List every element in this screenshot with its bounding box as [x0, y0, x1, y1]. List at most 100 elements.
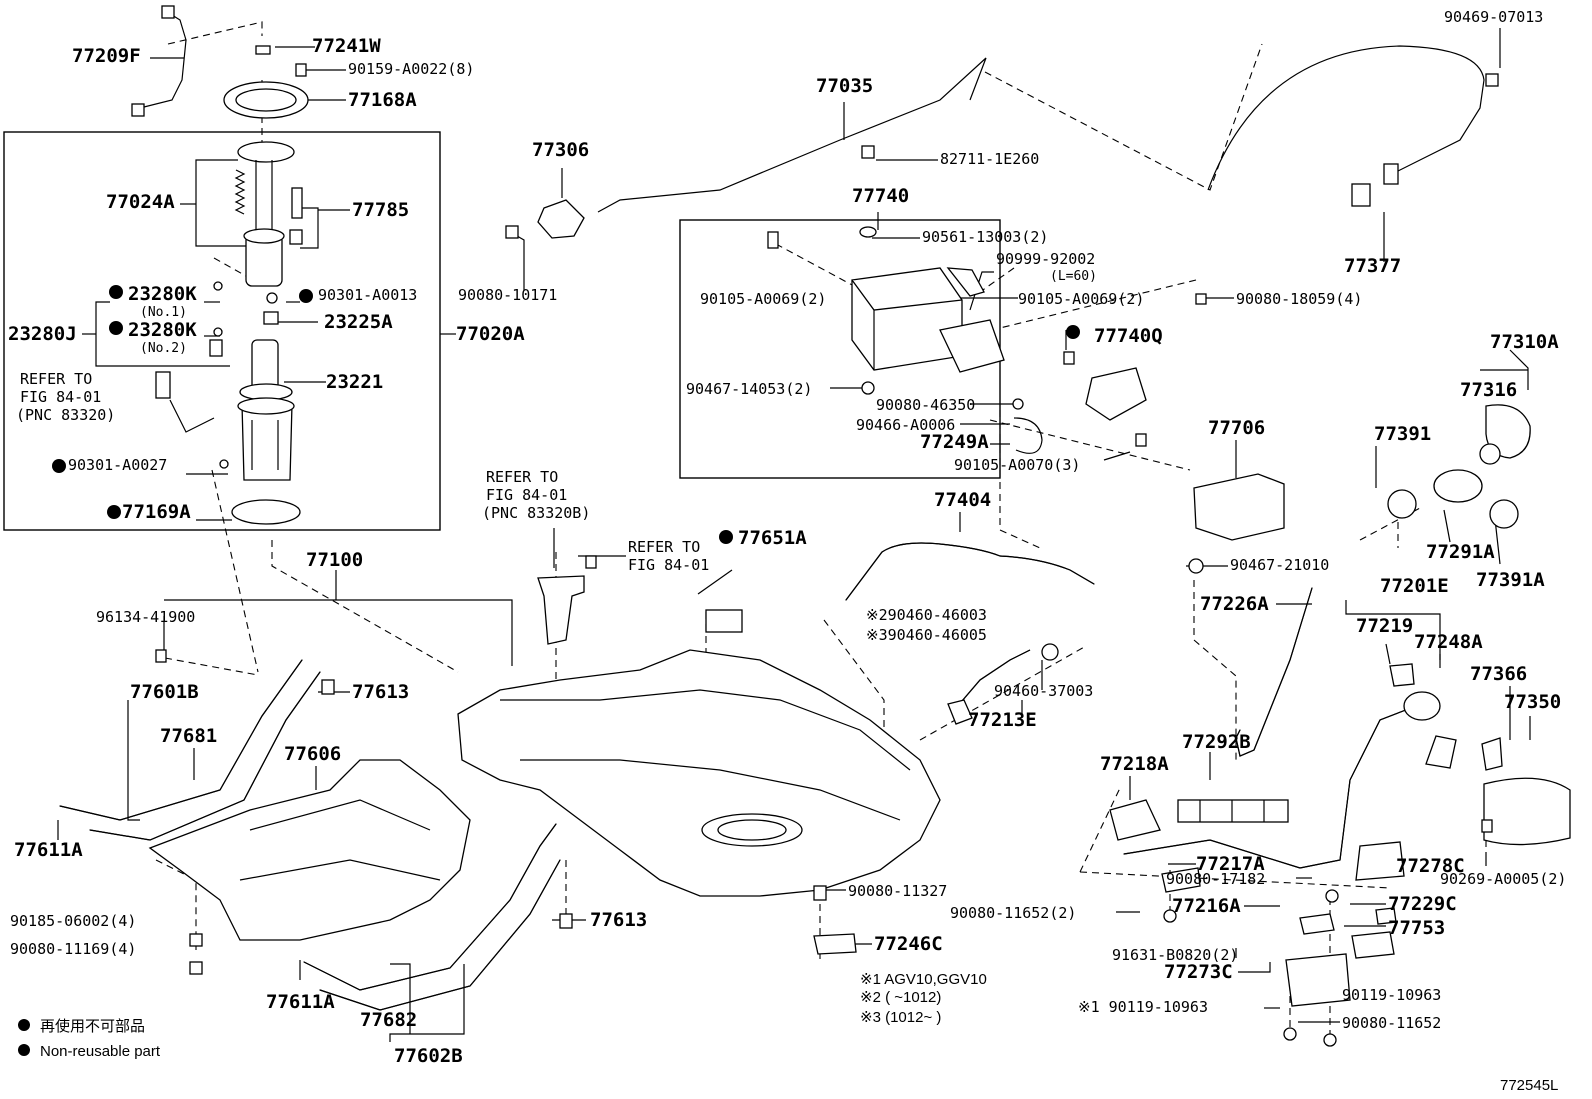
note-3: ※3 (1012~ ) [860, 1009, 941, 1026]
label-no1: (No.1) [140, 305, 187, 320]
label-77241W: 77241W [312, 35, 381, 57]
label-77035: 77035 [816, 75, 873, 97]
label-90269-A0005: 90269-A0005(2) [1440, 870, 1566, 888]
label-77249A: 77249A [920, 431, 989, 453]
label-fig-84-01-c: FIG 84-01 [628, 556, 709, 574]
label-90105-A0070: 90105-A0070(3) [954, 456, 1080, 474]
fuel-tank-body [457, 649, 941, 897]
label-fig-84-01-a: FIG 84-01 [20, 388, 101, 406]
label-23221: 23221 [326, 371, 383, 393]
label-90469-07013: 90469-07013 [1444, 8, 1543, 26]
label-77391A: 77391A [1476, 569, 1545, 591]
part-labels: 77209F 77241W 90159-A0022(8) 77168A 7702… [8, 8, 1566, 1067]
label-77246C: 77246C [874, 933, 943, 955]
leader-lines [57, 28, 1531, 1042]
label-77217A: 77217A [1196, 853, 1265, 875]
label-77310A: 77310A [1490, 331, 1559, 353]
note-1: ※1 AGV10,GGV10 [860, 971, 987, 988]
label-77306: 77306 [532, 139, 589, 161]
label-90080-17182: 90080-17182 [1166, 870, 1265, 888]
label-77020A: 77020A [456, 323, 525, 345]
heat-insulator [148, 759, 471, 941]
label-77218A: 77218A [1100, 753, 1169, 775]
label-77291A: 77291A [1426, 541, 1495, 563]
label-77169A: 77169A [122, 501, 191, 523]
label-77316: 77316 [1460, 379, 1517, 401]
label-90999-92002: 90999-92002 [996, 250, 1095, 268]
label-90080-46350: 90080-46350 [876, 396, 975, 414]
label-77391: 77391 [1374, 423, 1431, 445]
label-90119-10963-note1: ※1 90119-10963 [1078, 998, 1208, 1016]
label-90460-46003: ※290460-46003 [866, 606, 987, 624]
note-2: ※2 ( ~1012) [860, 989, 941, 1006]
label-90467-21010: 90467-21010 [1230, 556, 1329, 574]
label-77278C: 77278C [1396, 855, 1465, 877]
label-77681: 77681 [160, 725, 217, 747]
label-77229C: 77229C [1388, 893, 1457, 915]
label-pnc-83320b: (PNC 83320B) [482, 504, 590, 522]
label-refer-to-1: REFER TO [20, 370, 92, 388]
label-77219: 77219 [1356, 615, 1413, 637]
label-77209F: 77209F [72, 45, 141, 67]
diagram-id: 772545L [1500, 1077, 1558, 1094]
label-90105-A0069-right: 90105-A0069(2) [1018, 290, 1144, 308]
label-77366: 77366 [1470, 663, 1527, 685]
legend-japanese: 再使用不可部品 [40, 1018, 145, 1035]
label-90080-11652-2: 90080-11652(2) [950, 904, 1076, 922]
label-77613-upper: 77613 [352, 681, 409, 703]
label-90080-11327: 90080-11327 [848, 882, 947, 900]
label-77602B: 77602B [394, 1045, 463, 1067]
label-23280K-no2: 23280K [128, 319, 197, 341]
label-77404: 77404 [934, 489, 991, 511]
label-23225A: 23225A [324, 311, 393, 333]
label-77350: 77350 [1504, 691, 1561, 713]
label-90080-11169: 90080-11169(4) [10, 940, 136, 958]
label-77024A: 77024A [106, 191, 175, 213]
label-refer-to-2: REFER TO [486, 468, 558, 486]
label-90080-11652: 90080-11652 [1342, 1014, 1441, 1032]
legend: 再使用不可部品 Non-reusable part [40, 1018, 161, 1060]
label-90301-A0013: 90301-A0013 [318, 286, 417, 304]
label-91631-B0820: 91631-B0820(2) [1112, 946, 1238, 964]
label-77682: 77682 [360, 1009, 417, 1031]
label-77216A: 77216A [1172, 895, 1241, 917]
label-77213E: 77213E [968, 709, 1037, 731]
label-90301-A0027: 90301-A0027 [68, 456, 167, 474]
label-77248A: 77248A [1414, 631, 1483, 653]
label-77785: 77785 [352, 199, 409, 221]
label-no2: (No.2) [140, 341, 187, 356]
part-drawings [59, 5, 1571, 1047]
label-77606: 77606 [284, 743, 341, 765]
label-77273C: 77273C [1164, 961, 1233, 983]
label-90119-10963: 90119-10963 [1342, 986, 1441, 1004]
label-refer-to-3: REFER TO [628, 538, 700, 556]
label-77168A: 77168A [348, 89, 417, 111]
label-90080-18059: 90080-18059(4) [1236, 290, 1362, 308]
label-90561-13003: 90561-13003(2) [922, 228, 1048, 246]
legend-non-reusable: Non-reusable part [40, 1043, 161, 1060]
label-90159-A0022: 90159-A0022(8) [348, 60, 474, 78]
label-77611A-lower: 77611A [266, 991, 335, 1013]
pump-gasket [231, 499, 301, 525]
label-77651A: 77651A [738, 527, 807, 549]
label-90467-14053: 90467-14053(2) [686, 380, 812, 398]
label-77226A: 77226A [1200, 593, 1269, 615]
label-96134-41900: 96134-41900 [96, 608, 195, 626]
label-77753: 77753 [1388, 917, 1445, 939]
label-90460-46005: ※390460-46005 [866, 626, 987, 644]
label-77377: 77377 [1344, 255, 1401, 277]
label-77740: 77740 [852, 185, 909, 207]
label-90105-A0069-left: 90105-A0069(2) [700, 290, 826, 308]
label-82711-1E260: 82711-1E260 [940, 150, 1039, 168]
fuel-pump-assembly-box [3, 131, 441, 531]
label-pnc-83320: (PNC 83320) [16, 406, 115, 424]
label-77706: 77706 [1208, 417, 1265, 439]
label-77611A-upper: 77611A [14, 839, 83, 861]
label-l60: (L=60) [1050, 269, 1097, 284]
label-fig-84-01-b: FIG 84-01 [486, 486, 567, 504]
label-77100: 77100 [306, 549, 363, 571]
label-23280J: 23280J [8, 323, 77, 345]
label-77613-lower: 77613 [590, 909, 647, 931]
non-reusable-markers [18, 285, 1080, 1056]
label-90466-A0006: 90466-A0006 [856, 416, 955, 434]
